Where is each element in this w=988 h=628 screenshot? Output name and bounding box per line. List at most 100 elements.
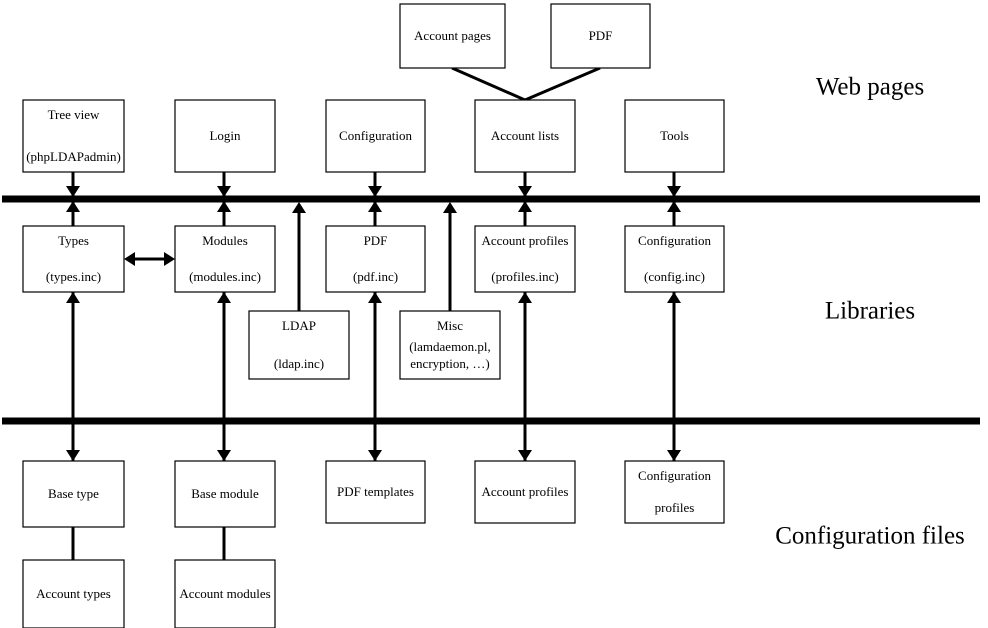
arrowhead-up: [66, 292, 80, 303]
arrowhead-down: [667, 186, 681, 197]
bus-bars-layer: [2, 195, 980, 425]
node-box[interactable]: [22, 460, 125, 528]
edge-bus-to-account-profiles-file: [518, 421, 532, 461]
edge-account-pages-to-account-lists: [451, 66, 526, 102]
node-label: Account profiles: [481, 484, 568, 499]
arrowhead-up: [443, 202, 457, 213]
node-label: Tools: [660, 128, 689, 143]
node-box[interactable]: [22, 559, 125, 628]
edge-configuration-profiles-up: [667, 292, 681, 421]
node-tools[interactable]: Tools: [624, 99, 725, 173]
edge-bus-to-pdf-templates: [368, 421, 382, 461]
arrowhead-up: [368, 292, 382, 303]
node-sublabel: profiles: [655, 500, 695, 515]
node-label: PDF templates: [337, 484, 414, 499]
node-label: Tree view: [48, 107, 100, 122]
node-misc-lib[interactable]: Misc (lamdaemon.pl, encryption, …): [399, 310, 501, 380]
node-ldap-lib[interactable]: LDAP(ldap.inc): [248, 310, 350, 380]
node-account-modules[interactable]: Account modules: [174, 559, 276, 628]
node-box[interactable]: [248, 310, 350, 380]
node-label: Configuration: [638, 468, 711, 483]
node-box[interactable]: [624, 460, 725, 524]
node-sublabel: (modules.inc): [189, 269, 261, 284]
arrowhead-up: [667, 201, 681, 212]
arrowhead-up: [292, 202, 306, 213]
edge-line: [524, 66, 601, 102]
arrowhead-down: [66, 186, 80, 197]
node-box[interactable]: [474, 225, 576, 293]
node-box[interactable]: [399, 3, 506, 69]
node-box[interactable]: [174, 460, 276, 528]
arrowhead-down: [518, 450, 532, 461]
node-label: Login: [209, 128, 241, 143]
node-account-types[interactable]: Account types: [22, 559, 125, 628]
node-label: Base module: [191, 486, 259, 501]
node-pdf-top[interactable]: PDF: [550, 3, 651, 69]
node-base-type[interactable]: Base type: [22, 460, 125, 528]
edge-bus-to-base-type: [66, 421, 80, 461]
arrowhead-down: [667, 450, 681, 461]
edge-account-profiles-up: [518, 292, 532, 421]
arrowhead-up: [368, 201, 382, 212]
node-tree-view[interactable]: Tree view (phpLDAPadmin): [22, 99, 125, 173]
node-configuration-profiles[interactable]: Configuration profiles: [624, 460, 725, 524]
edge-line: [451, 66, 526, 102]
edge-base-module-up-to-modules: [217, 292, 231, 421]
node-pdf-lib[interactable]: PDF(pdf.inc): [325, 225, 426, 293]
node-label: Account lists: [491, 128, 559, 143]
arrowhead-up: [518, 201, 532, 212]
node-sublabel: (lamdaemon.pl,: [409, 339, 491, 354]
node-label: PDF: [589, 28, 613, 43]
node-label: PDF: [364, 233, 388, 248]
node-label: Base type: [48, 486, 99, 501]
edge-pdf-templates-up-to-pdf: [368, 292, 382, 421]
arrowhead-down: [518, 186, 532, 197]
arrowhead-down: [217, 450, 231, 461]
arrowhead-up: [667, 292, 681, 303]
node-box[interactable]: [325, 460, 426, 524]
node-box[interactable]: [174, 225, 276, 293]
node-sublabel: encryption, …): [410, 356, 489, 371]
node-configuration-lib[interactable]: Configuration(config.inc): [624, 225, 725, 293]
node-label: Account pages: [414, 28, 491, 43]
node-box[interactable]: [22, 99, 125, 173]
section-label-configuration-files: Configuration files: [775, 523, 965, 550]
node-box[interactable]: [550, 3, 651, 69]
node-types-lib[interactable]: Types (types.inc): [22, 225, 125, 293]
node-label: Configuration: [638, 233, 711, 248]
node-box[interactable]: [174, 99, 276, 173]
node-account-profiles-file[interactable]: Account profiles: [474, 460, 576, 524]
node-pdf-templates[interactable]: PDF templates: [325, 460, 426, 524]
node-account-profiles-lib[interactable]: Account profiles(profiles.inc): [474, 225, 576, 293]
node-box[interactable]: [624, 225, 725, 293]
node-login[interactable]: Login: [174, 99, 276, 173]
node-box[interactable]: [22, 225, 125, 293]
node-box[interactable]: [474, 99, 576, 173]
edge-pdf-top-to-account-lists: [524, 66, 601, 102]
node-box[interactable]: [399, 310, 501, 380]
edge-misc-to-bus: [443, 202, 457, 311]
node-label: Misc: [437, 318, 463, 333]
node-box[interactable]: [325, 225, 426, 293]
node-modules-lib[interactable]: Modules(modules.inc): [174, 225, 276, 293]
node-sublabel: (phpLDAPadmin): [26, 149, 121, 164]
arrowhead-down: [368, 450, 382, 461]
edge-bus-to-base-module: [217, 421, 231, 461]
node-box[interactable]: [325, 99, 426, 173]
node-account-pages[interactable]: Account pages: [399, 3, 506, 69]
edge-ldap-to-bus: [292, 202, 306, 311]
node-box[interactable]: [174, 559, 276, 628]
node-label: Types: [58, 233, 89, 248]
edge-types-modules-bidirectional: [124, 252, 175, 266]
arrowhead-down: [217, 186, 231, 197]
arrowhead-up: [217, 292, 231, 303]
node-configuration-page[interactable]: Configuration: [325, 99, 426, 173]
node-box[interactable]: [624, 99, 725, 173]
node-base-module[interactable]: Base module: [174, 460, 276, 528]
node-account-lists[interactable]: Account lists: [474, 99, 576, 173]
node-sublabel: (types.inc): [46, 269, 101, 284]
node-box[interactable]: [474, 460, 576, 524]
